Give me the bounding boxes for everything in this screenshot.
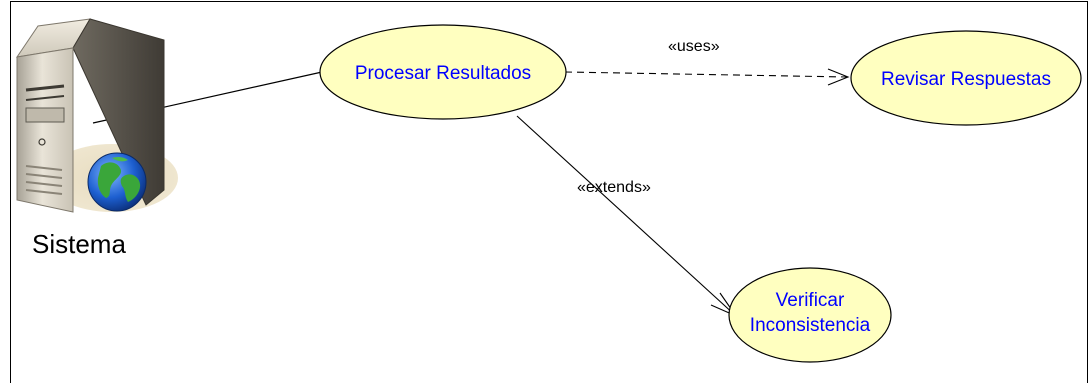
- usecase-procesar-resultados[interactable]: Procesar Resultados: [319, 24, 567, 120]
- usecase-label: Procesar Resultados: [355, 63, 531, 84]
- uses-dependency: [564, 68, 850, 86]
- usecase-label: Revisar Respuestas: [881, 69, 1051, 90]
- usecase-verificar-inconsistencia[interactable]: Verificar Inconsistencia: [728, 267, 892, 363]
- usecase-revisar-respuestas[interactable]: Revisar Respuestas: [850, 30, 1082, 126]
- usecase-label-line-1: Verificar: [776, 290, 845, 311]
- uses-stereotype-label: «uses»: [668, 38, 720, 55]
- usecase-label-line-2: Inconsistencia: [750, 315, 871, 336]
- actor-label: Sistema: [32, 229, 126, 259]
- server-globe-icon: [15, 18, 178, 213]
- extends-stereotype-label: «extends»: [577, 179, 651, 196]
